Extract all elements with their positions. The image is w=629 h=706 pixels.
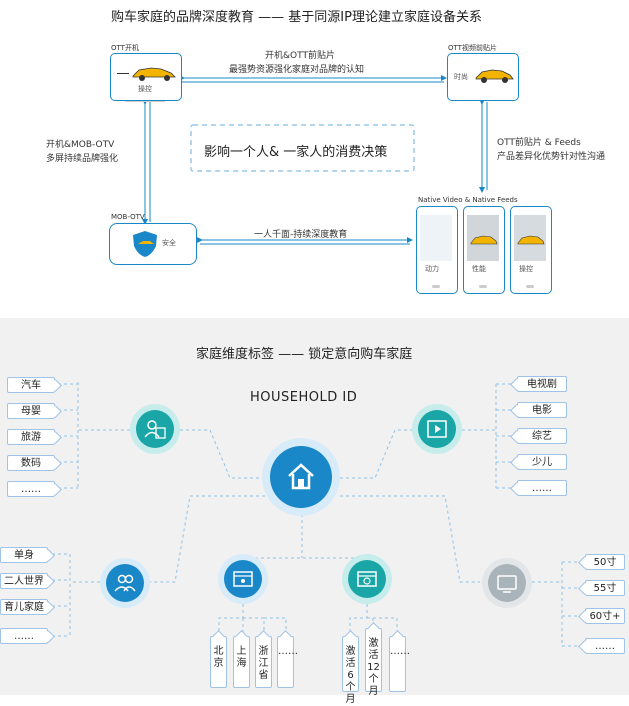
ott-video-screen-text: 时尚 (454, 73, 468, 81)
tag-more: …… (0, 628, 48, 644)
arrow-left-line1: 开机&MOB-OTV (46, 140, 115, 150)
native-phone-3: 操控 (510, 206, 552, 294)
video-icon (427, 420, 447, 438)
car-icon (517, 235, 545, 245)
activation-node (342, 554, 392, 604)
bottom-title: 家庭维度标签 —— 锁定意向购车家庭 (196, 347, 413, 362)
tag-auto: 汽车 (7, 377, 55, 393)
shield-icon (133, 231, 157, 257)
car-icon (470, 235, 498, 245)
household-hub (262, 438, 340, 516)
tag-more: …… (7, 481, 55, 497)
tag-zhejiang: 浙江省 (255, 636, 272, 688)
phone-2-caption: 性能 (472, 265, 486, 273)
home-button (479, 285, 487, 288)
house-icon (288, 463, 314, 490)
ott-video-screen: 时尚 (447, 53, 519, 101)
tag-parenting: 育儿家庭 (0, 599, 48, 615)
family-structure-node-inner (106, 564, 144, 602)
tag-55-inch: 55寸 (585, 580, 625, 596)
household-hub-inner (270, 446, 332, 508)
tag-60-inch-plus: 60寸+ (585, 608, 625, 624)
native-feeds-label: Native Video & Native Feeds (418, 196, 518, 204)
speed-lines (117, 73, 129, 74)
ott-boot-label: OTT开机 (111, 44, 139, 52)
native-phone-1: 动力 (416, 206, 458, 294)
mob-otv-label: MOB-OTV (111, 213, 145, 221)
arrow-left-line2: 多屏持续品牌强化 (46, 154, 119, 164)
household-tags-panel: 家庭维度标签 —— 锁定意向购车家庭 HOUSEHOLD ID (0, 318, 629, 705)
tag-50-inch: 50寸 (585, 554, 625, 570)
clock-icon (357, 571, 377, 587)
interest-node-inner (136, 410, 174, 448)
tag-activated-6-months: 激活6个月 (342, 636, 359, 705)
car-icon (475, 69, 514, 83)
region-node (218, 554, 268, 604)
arrow-top-line2: 最强势资源强化家庭对品牌的认知 (229, 65, 365, 75)
mob-otv-screen-text: 安全 (162, 239, 176, 247)
tag-single: 单身 (0, 547, 48, 563)
tag-more: …… (517, 480, 567, 496)
tag-maternity: 母婴 (7, 403, 55, 419)
tag-tv-drama: 电视剧 (517, 376, 567, 392)
people-icon (114, 574, 136, 592)
home-button (526, 285, 534, 288)
family-structure-node (100, 558, 150, 608)
phone-3-caption: 操控 (519, 265, 533, 273)
tag-kids: 少儿 (517, 454, 567, 470)
content-node (412, 404, 462, 454)
phone-1-caption: 动力 (425, 265, 439, 273)
tag-movie: 电影 (517, 402, 567, 418)
mob-otv-phone: 安全 (109, 223, 197, 265)
native-phone-2: 性能 (463, 206, 505, 294)
content-node-inner (418, 410, 456, 448)
top-title: 购车家庭的品牌深度教育 —— 基于同源IP理论建立家庭设备关系 (111, 10, 482, 25)
arrow-right-line1: OTT前贴片 & Feeds (497, 138, 581, 148)
tag-variety: 综艺 (517, 428, 567, 444)
interest-node (130, 404, 180, 454)
center-decision-text: 影响一个人& 一家人的消费决策 (204, 145, 388, 160)
activation-node-inner (348, 560, 386, 598)
flow-arrows (142, 75, 488, 245)
arrow-bottom-label: 一人千面-持续深度教育 (254, 230, 348, 240)
tag-couple: 二人世界 (0, 573, 48, 589)
region-node-inner (224, 560, 262, 598)
tag-travel: 旅游 (7, 429, 55, 445)
screen-size-node (482, 558, 532, 608)
ott-boot-screen: 操控 (110, 53, 182, 101)
tag-more: …… (585, 638, 625, 654)
user-card-icon (144, 420, 166, 439)
tag-shanghai: 上海 (233, 636, 250, 688)
ott-video-label: OTT视频前贴片 (448, 44, 497, 52)
arrow-right-line2: 产品差异化优势针对性沟通 (497, 152, 606, 162)
tag-beijing: 北京 (210, 636, 227, 688)
tag-digital: 数码 (7, 455, 55, 471)
tag-connectors (52, 382, 582, 647)
tag-activated-12-months: 激活12个月 (365, 628, 382, 697)
screen-size-node-inner (488, 564, 526, 602)
tag-more: …… (277, 636, 298, 688)
arrow-top-line1: 开机&OTT前贴片 (265, 51, 335, 61)
tv-icon (497, 575, 517, 593)
tv-stand (125, 101, 165, 102)
tag-more: …… (389, 636, 410, 692)
car-icon (132, 67, 176, 81)
home-button (432, 285, 440, 288)
location-icon (233, 571, 253, 587)
phone-1-screen (420, 215, 452, 261)
household-id-label: HOUSEHOLD ID (250, 390, 358, 405)
ott-boot-screen-text: 操控 (138, 85, 152, 93)
